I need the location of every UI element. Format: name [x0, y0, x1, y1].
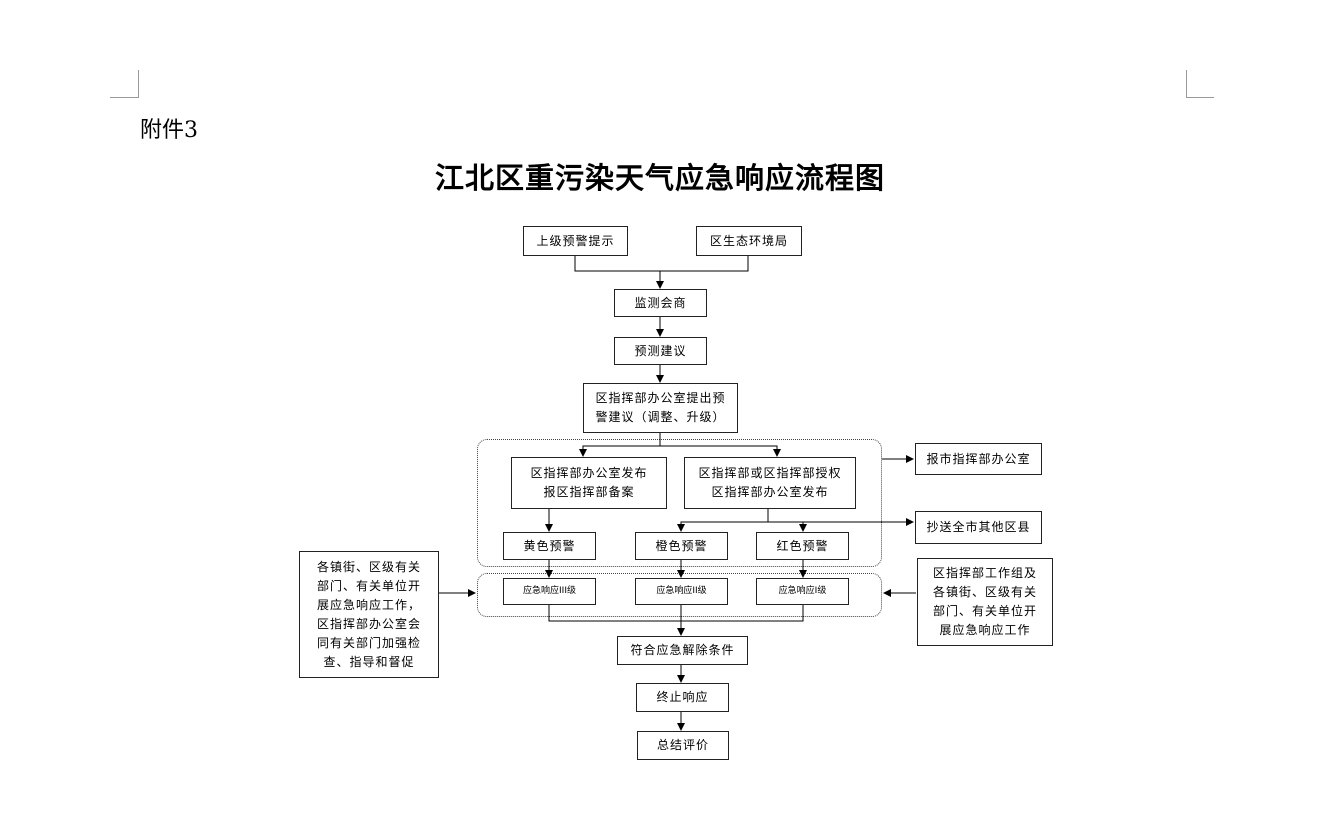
attachment-label: 附件3	[140, 118, 198, 143]
orange-warning-box: 橙色预警	[635, 532, 728, 560]
response-level-1-box: 应急响应I级	[756, 578, 849, 605]
copy-other-districts-box: 抄送全市其他区县	[915, 511, 1042, 544]
forecast-suggestion-box: 预测建议	[614, 337, 707, 365]
yellow-warning-box: 黄色预警	[503, 532, 596, 560]
page-title: 江北区重污染天气应急响应流程图	[434, 161, 885, 195]
hq-authorized-publish-box: 区指挥部或区指挥部授权区指挥部办公室发布	[684, 457, 856, 509]
connector-proposal-split	[579, 433, 661, 457]
summary-evaluation-box: 总结评价	[637, 731, 729, 760]
monitoring-consult-box: 监测会商	[614, 289, 707, 317]
crop-mark-top-right-horizontal	[1186, 97, 1214, 98]
response-level-3-box: 应急响应III级	[503, 578, 596, 605]
lift-conditions-box: 符合应急解除条件	[617, 636, 748, 665]
office-publish-filing-box: 区指挥部办公室发布报区指挥部备案	[511, 457, 667, 509]
red-warning-box: 红色预警	[756, 532, 849, 560]
crop-mark-top-right-vertical	[1186, 70, 1187, 98]
connector-proposal-split-right	[660, 445, 781, 457]
report-city-office-box: 报市指挥部办公室	[915, 443, 1042, 475]
crop-mark-top-left-vertical	[138, 70, 139, 98]
connector-to-red	[768, 521, 807, 532]
crop-mark-top-left-horizontal	[110, 97, 138, 98]
district-eco-bureau-box: 区生态环境局	[696, 226, 802, 256]
terminate-response-box: 终止响应	[636, 683, 729, 712]
upper-warning-box: 上级预警提示	[523, 226, 628, 256]
right-note-box: 区指挥部工作组及各镇街、区级有关 部门、有关单位开展应急响应工作	[917, 558, 1053, 646]
connector-hq-branch	[677, 509, 769, 532]
office-proposal-box: 区指挥部办公室提出预警建议（调整、升级）	[583, 383, 738, 433]
response-level-2-box: 应急响应II级	[635, 578, 728, 605]
connector-levels-merge	[548, 605, 804, 622]
connector-sources-merge	[574, 256, 749, 272]
publish-warning-group	[477, 439, 882, 567]
left-note-box: 各镇街、区级有关部门、有关单位开展应急响应工作， 区指挥部办公室会同有关部门加强…	[299, 551, 439, 678]
